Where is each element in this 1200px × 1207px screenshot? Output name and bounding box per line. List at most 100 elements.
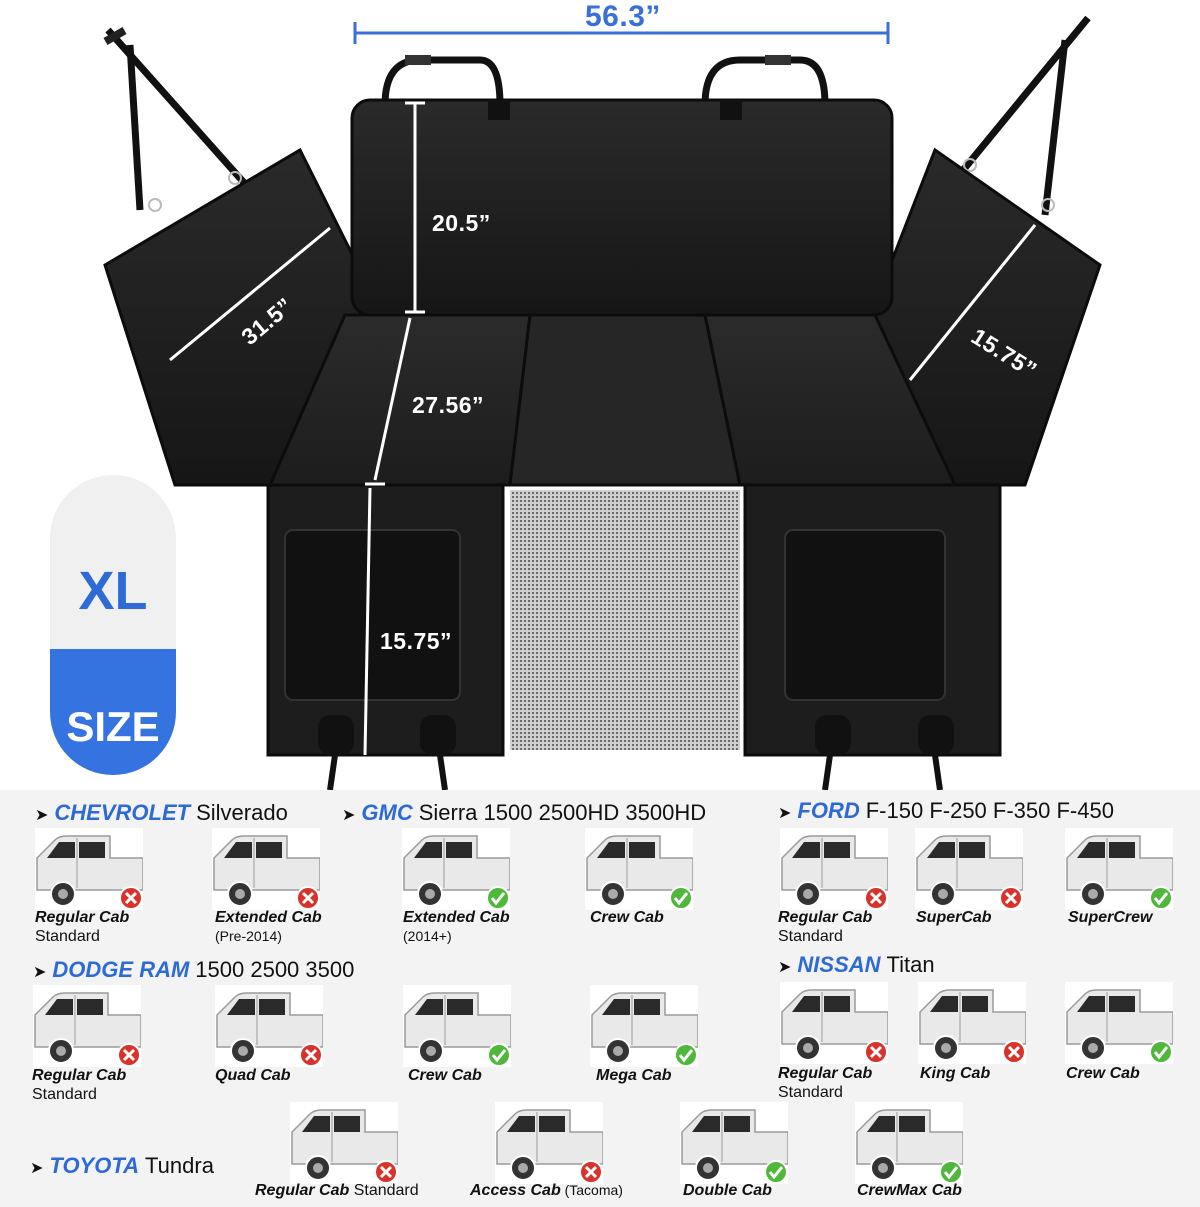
truck-image [590,985,698,1067]
cab-type: Crew Cab [1066,1065,1140,1082]
truck-image [918,982,1026,1064]
cab-type: Extended Cab [403,909,510,926]
cross-icon [918,982,1026,1064]
backrest-panel [350,98,894,317]
size-badge: XL SIZE [50,475,176,775]
check-icon [402,828,510,910]
cross-icon [780,982,888,1064]
cab-note: (2014+) [403,928,452,944]
cab-note: (Tacoma) [560,1182,623,1198]
arrow-icon: ➤ [778,805,792,822]
truck-image [33,985,141,1067]
cab-label: CrewMax Cab [857,1181,962,1200]
cab-label: Double Cab [683,1181,772,1200]
right-strap [952,15,1091,216]
arrow-icon: ➤ [342,807,356,824]
cross-icon [780,828,888,910]
cab-label: Regular Cab Standard [255,1181,419,1200]
seat-cover-illustration: 56.3” 20.5” 27.56” 15.75” 31.5” 15.75” X… [50,0,1102,791]
seat-depth-label: 27.56” [412,392,485,418]
cab-label: Access Cab (Tacoma) [470,1181,623,1200]
cross-icon [495,1102,603,1184]
cab-type: SuperCab [916,909,992,926]
cab-type: Double Cab [683,1182,772,1199]
size-code: XL [78,561,148,621]
cab-type: CrewMax Cab [857,1182,962,1199]
cab-label: Crew Cab [1066,1064,1140,1083]
cab-type: Regular Cab [778,1065,873,1082]
backrest-height-label: 20.5” [432,210,491,236]
cab-type: Regular Cab [32,1067,127,1084]
cab-type: Extended Cab [215,909,322,926]
arrow-icon: ➤ [778,959,792,976]
cab-note: (Pre-2014) [215,928,282,944]
cab-note: Standard [35,928,100,945]
check-icon [855,1102,963,1184]
cab-label: Crew Cab [408,1066,482,1085]
truck-image [495,1102,603,1184]
check-icon [585,828,693,910]
cab-type: Regular Cab [255,1182,350,1199]
truck-image [290,1102,398,1184]
cab-label: Quad Cab [215,1066,291,1085]
cross-icon [290,1102,398,1184]
truck-image [212,828,320,910]
truck-image [215,985,323,1067]
dimension-lines [169,22,1037,756]
cross-icon [915,828,1023,910]
cab-label: Extended Cab (Pre-2014) [215,908,322,946]
cab-type: Access Cab [470,1182,561,1199]
truck-image [35,828,143,910]
cross-icon [215,985,323,1067]
cab-note: Standard [778,1084,843,1101]
headrest-straps [381,55,829,106]
arrow-icon: ➤ [33,964,47,981]
check-icon [590,985,698,1067]
check-icon [680,1102,788,1184]
cab-note: Standard [778,928,843,945]
cab-label: King Cab [920,1064,990,1083]
check-icon [1065,982,1173,1064]
cab-type: SuperCrew [1068,909,1153,926]
truck-image [780,828,888,910]
cab-label: Extended Cab (2014+) [403,908,510,946]
check-icon [1065,828,1173,910]
truck-image [1065,982,1173,1064]
left-strap [103,27,258,212]
cross-icon [33,985,141,1067]
cab-type: King Cab [920,1065,991,1082]
truck-image [780,982,888,1064]
truck-image [1065,828,1173,910]
size-word: SIZE [66,703,160,750]
cross-icon [35,828,143,910]
cab-label: Crew Cab [590,908,664,927]
cab-type: Regular Cab [778,909,873,926]
cab-label: SuperCrew [1068,908,1152,927]
truck-image [855,1102,963,1184]
cab-type: Crew Cab [590,909,664,926]
seat-cover-drawing [103,15,1102,791]
arrow-icon: ➤ [30,1160,44,1177]
truck-image [915,828,1023,910]
cab-note: Standard [32,1086,97,1103]
seat-middle [508,313,742,487]
truck-image [402,828,510,910]
mesh-window [510,490,740,750]
cab-type: Crew Cab [408,1067,482,1084]
cab-label: Mega Cab [596,1066,672,1085]
cab-label: SuperCab [916,908,992,927]
arrow-icon: ➤ [35,807,49,824]
truck-image [585,828,693,910]
cab-type: Regular Cab [35,909,130,926]
cab-type: Quad Cab [215,1067,291,1084]
check-icon [403,985,511,1067]
